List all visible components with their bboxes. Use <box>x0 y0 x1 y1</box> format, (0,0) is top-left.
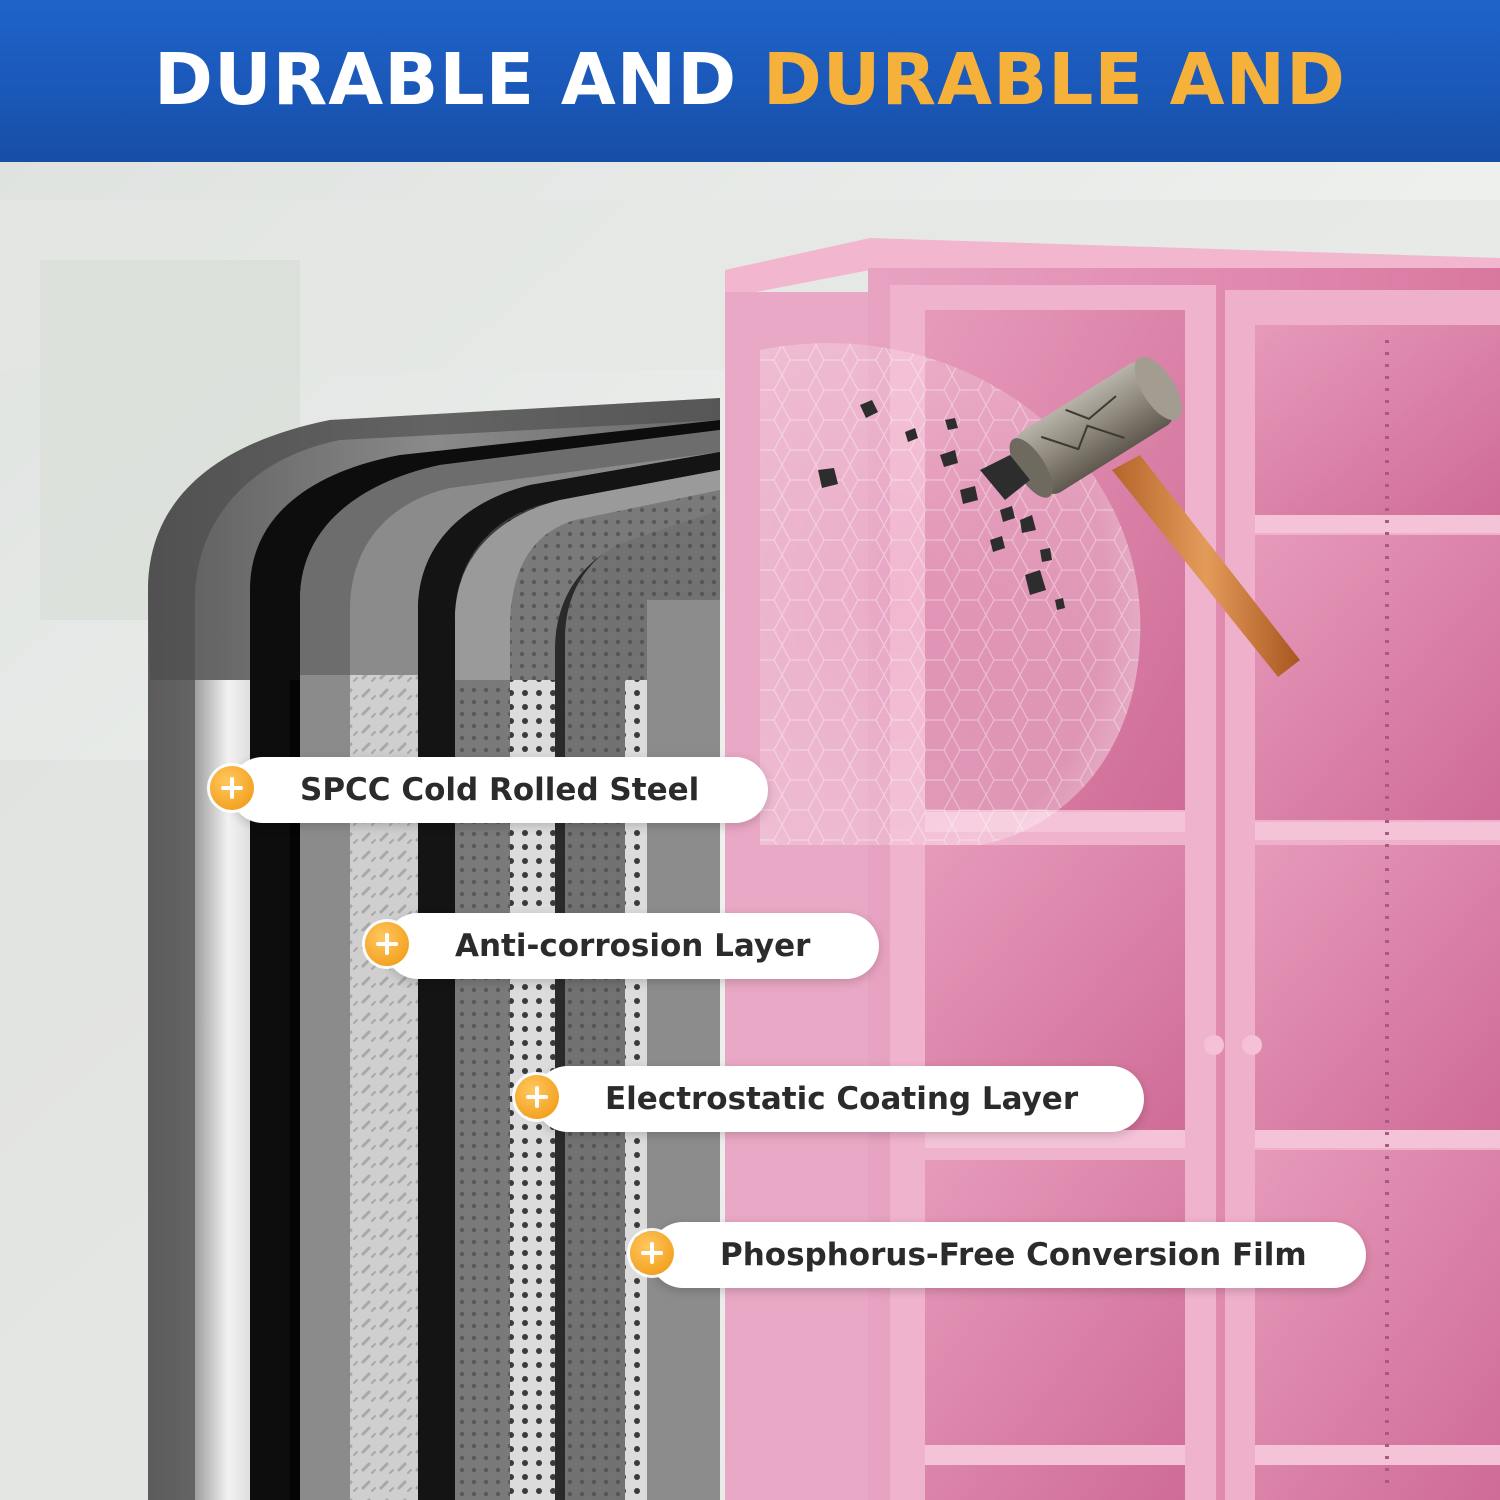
layer-label-spcc-steel: SPCC Cold Rolled Steel <box>210 757 768 823</box>
layer-label-text: Phosphorus-Free Conversion Film <box>720 1237 1307 1273</box>
plus-icon <box>210 766 254 810</box>
plus-icon <box>630 1231 674 1275</box>
layer-label-text: SPCC Cold Rolled Steel <box>300 772 700 808</box>
layer-label-text: Electrostatic Coating Layer <box>605 1081 1079 1117</box>
banner-title-gold: DURABLE AND <box>762 37 1346 121</box>
layer-label-phosphorus-free-film: Phosphorus-Free Conversion Film <box>630 1222 1366 1288</box>
layer-label-text: Anti-corrosion Layer <box>455 928 811 964</box>
banner-title: DURABLE AND DURABLE AND <box>154 44 1346 115</box>
layer-label-electrostatic-coating: Electrostatic Coating Layer <box>515 1066 1144 1132</box>
title-banner: DURABLE AND DURABLE AND <box>0 0 1500 162</box>
layer-label-anti-corrosion: Anti-corrosion Layer <box>365 913 879 979</box>
plus-icon <box>515 1075 559 1119</box>
hammer-illustration <box>818 356 1300 677</box>
product-scene: SPCC Cold Rolled Steel Anti-corrosion La… <box>0 162 1500 1500</box>
plus-icon <box>365 922 409 966</box>
banner-title-white: DURABLE AND <box>154 37 738 121</box>
scene-illustration <box>0 162 1500 1500</box>
